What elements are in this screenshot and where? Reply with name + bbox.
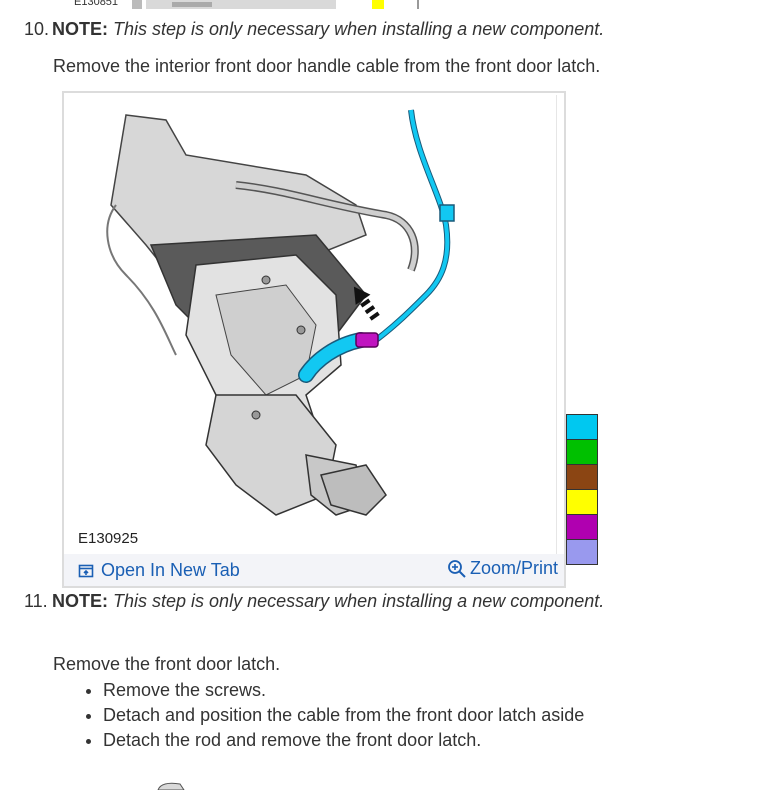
list-item: Remove the screws. [103,678,584,703]
color-swatch [567,540,597,564]
note-text: This step is only necessary when install… [113,19,605,39]
previous-figure-illustration [132,0,419,9]
figure-card: E130925 Open In New Tab Zoom/Print [62,91,566,588]
substep-list: Remove the screws. Detach and position t… [53,678,584,753]
list-item: Detach the rod and remove the front door… [103,728,584,753]
zoom-print-label: Zoom/Print [469,558,558,578]
note-label: NOTE: [52,591,108,611]
figure-footer: Open In New Tab Zoom/Print [64,554,564,586]
color-swatch [567,415,597,440]
magnifier-plus-icon [448,559,466,578]
step-11-instruction: Remove the front door latch. [53,654,281,674]
color-swatch [567,440,597,465]
step-10-note: 10.NOTE: This step is only necessary whe… [24,18,604,40]
note-text: This step is only necessary when install… [113,591,605,611]
zoom-print-link[interactable]: Zoom/Print [447,558,558,579]
list-item: Detach and position the cable from the f… [103,703,584,728]
color-legend [566,414,598,565]
door-latch-illustration [106,109,455,516]
color-swatch [567,465,597,490]
step-10-instruction: Remove the interior front door handle ca… [53,56,601,76]
color-swatch [567,490,597,515]
color-swatch [567,515,597,540]
open-in-new-tab-label: Open In New Tab [101,560,240,580]
figure-code: E130925 [78,530,139,547]
previous-figure-code: E130851 [74,0,119,8]
step-11-note: 11.NOTE: This step is only necessary whe… [24,590,604,612]
open-in-new-tab-link[interactable]: Open In New Tab [78,560,240,581]
open-in-new-tab-icon [78,564,94,577]
step-number: 10. [24,19,50,39]
next-figure-illustration [157,782,185,790]
note-label: NOTE: [52,19,108,39]
step-number: 11. [24,591,48,611]
previous-figure-strip: E130851 [62,0,422,9]
figure-image[interactable] [66,95,557,557]
